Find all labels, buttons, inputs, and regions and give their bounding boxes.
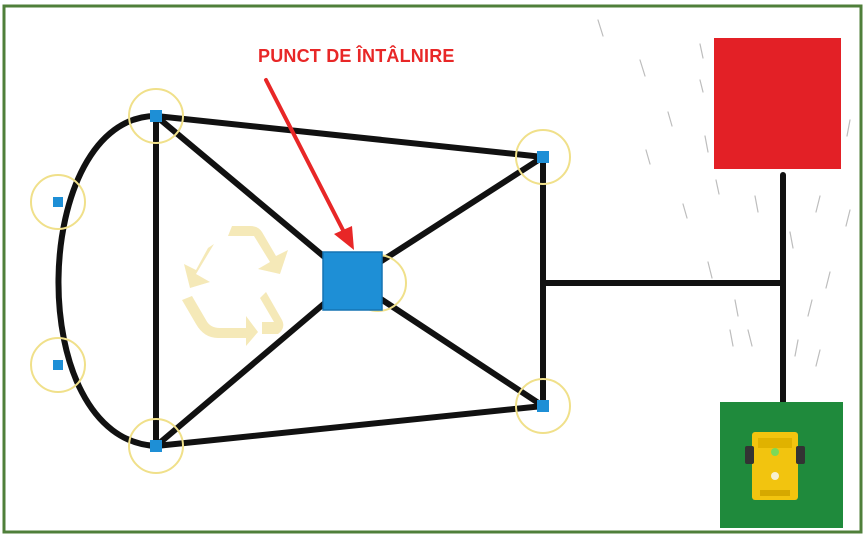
node-bottom-right <box>537 400 549 412</box>
ring-bottom-right <box>515 378 571 434</box>
track-left-curve <box>55 113 159 449</box>
recycle-icon <box>182 226 288 346</box>
meeting-point-marker <box>322 251 383 311</box>
red-zone <box>714 38 841 169</box>
annotation-arrow <box>264 78 354 250</box>
track-top-edge <box>153 113 546 160</box>
track-diagonal-br <box>349 277 546 409</box>
node-top-right <box>537 151 549 163</box>
node-bottom-left <box>150 440 162 452</box>
track-bottom-edge <box>153 403 546 449</box>
background-marks <box>597 19 851 367</box>
robot-icon <box>745 432 805 500</box>
ring-top-left <box>128 88 184 144</box>
ring-curve-lower <box>30 337 86 393</box>
track-diagonal-tl <box>153 113 355 283</box>
node-curve-upper <box>53 197 63 207</box>
node-top-left <box>150 110 162 122</box>
ring-bottom-left <box>128 418 184 474</box>
ring-curve-upper <box>30 174 86 230</box>
track-diagonal-tr <box>349 154 546 283</box>
node-rings <box>30 88 571 474</box>
track-diagonal-bl <box>153 277 355 449</box>
node-markers <box>53 110 549 452</box>
track-lines <box>55 113 786 449</box>
ring-top-right <box>515 129 571 185</box>
node-curve-lower <box>53 360 63 370</box>
meeting-point-label: PUNCT DE ÎNTÂLNIRE <box>258 46 455 66</box>
